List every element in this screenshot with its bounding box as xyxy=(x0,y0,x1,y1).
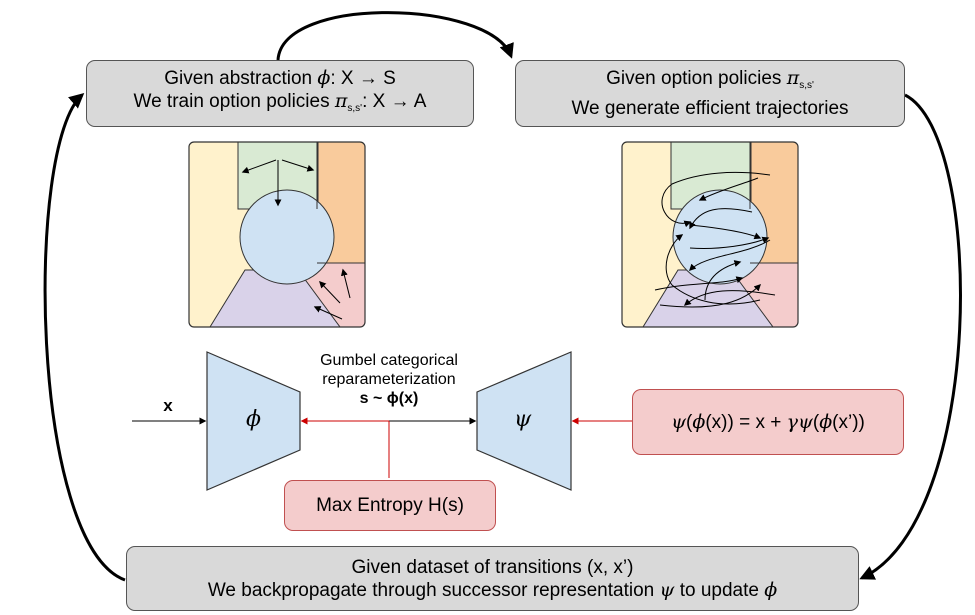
abstraction-line2: We train option policies πs,s': X → A xyxy=(134,90,427,120)
gumbel-line2: reparameterization xyxy=(322,371,456,388)
update-text: to update xyxy=(674,579,765,601)
dataset-box: Given dataset of transitions (x, x’) We … xyxy=(126,546,859,611)
policy-mapping: : X → A xyxy=(362,91,427,112)
cycle-arrow-left xyxy=(43,93,126,582)
max-entropy-label: Max Entropy H(s) xyxy=(316,495,464,516)
input-label: x xyxy=(163,396,173,415)
psi-symbol: ψ xyxy=(797,410,813,433)
decoder-symbol: ψ xyxy=(514,407,532,432)
eq-paren: ( xyxy=(812,411,820,433)
state-space-right xyxy=(622,142,798,327)
encoder-trapezoid xyxy=(206,351,301,491)
gumbel-line1: Gumbel categorical xyxy=(320,352,458,369)
trajectories-right xyxy=(654,171,776,308)
successor-equation: ψ(ϕ(x)) = x + γψ(ϕ(x’)) xyxy=(671,411,865,434)
successor-target-box: ψ(ϕ(x)) = x + γψ(ϕ(x’)) xyxy=(632,389,904,455)
gamma-symbol: γ xyxy=(786,410,798,433)
train-text: We train option policies xyxy=(133,91,335,112)
abstraction-text: Given abstraction xyxy=(164,68,318,89)
option-arrows-left xyxy=(241,159,351,320)
abstraction-line1: Given abstraction ϕ: X → S xyxy=(164,67,396,90)
option-line1: Given option policies πs,s' xyxy=(606,67,814,97)
dataset-line1: Given dataset of transitions (x, x’) xyxy=(351,556,634,578)
option-text: Given option policies xyxy=(606,68,787,89)
phi-symbol: ϕ xyxy=(317,67,331,89)
eq-end: (x’)) xyxy=(832,411,865,433)
abstraction-box: Given abstraction ϕ: X → S We train opti… xyxy=(86,60,474,127)
cycle-arrow-top xyxy=(276,11,514,61)
pi-symbol: π xyxy=(786,67,800,89)
option-line2: We generate efficient trajectories xyxy=(571,98,849,119)
phi-symbol: ϕ xyxy=(692,410,706,433)
state-space-left xyxy=(189,142,365,327)
eq-middle: (x)) = x + xyxy=(705,411,787,433)
abstraction-mapping: : X → S xyxy=(330,68,396,89)
dataset-line2: We backpropagate through successor repre… xyxy=(208,579,777,602)
max-entropy-box: Max Entropy H(s) xyxy=(284,480,496,531)
decoder-trapezoid xyxy=(476,351,572,491)
cycle-arrow-right xyxy=(859,93,962,580)
gumbel-label: Gumbel categorical reparameterization s … xyxy=(296,351,482,408)
encoder-symbol: ϕ xyxy=(246,407,261,432)
pi-subscript: s,s' xyxy=(799,80,814,91)
option-policies-box: Given option policies πs,s' We generate … xyxy=(515,60,905,127)
phi-symbol: ϕ xyxy=(764,578,778,601)
pi-symbol: π xyxy=(334,90,348,112)
phi-symbol: ϕ xyxy=(819,410,833,433)
backprop-text: We backpropagate through successor repre… xyxy=(207,579,660,601)
eq-paren: ( xyxy=(686,411,693,433)
psi-symbol: ψ xyxy=(671,410,687,433)
latent-sample: s ~ ϕ(x) xyxy=(359,390,419,407)
pi-subscript: s,s' xyxy=(347,103,363,114)
psi-symbol: ψ xyxy=(659,578,675,601)
